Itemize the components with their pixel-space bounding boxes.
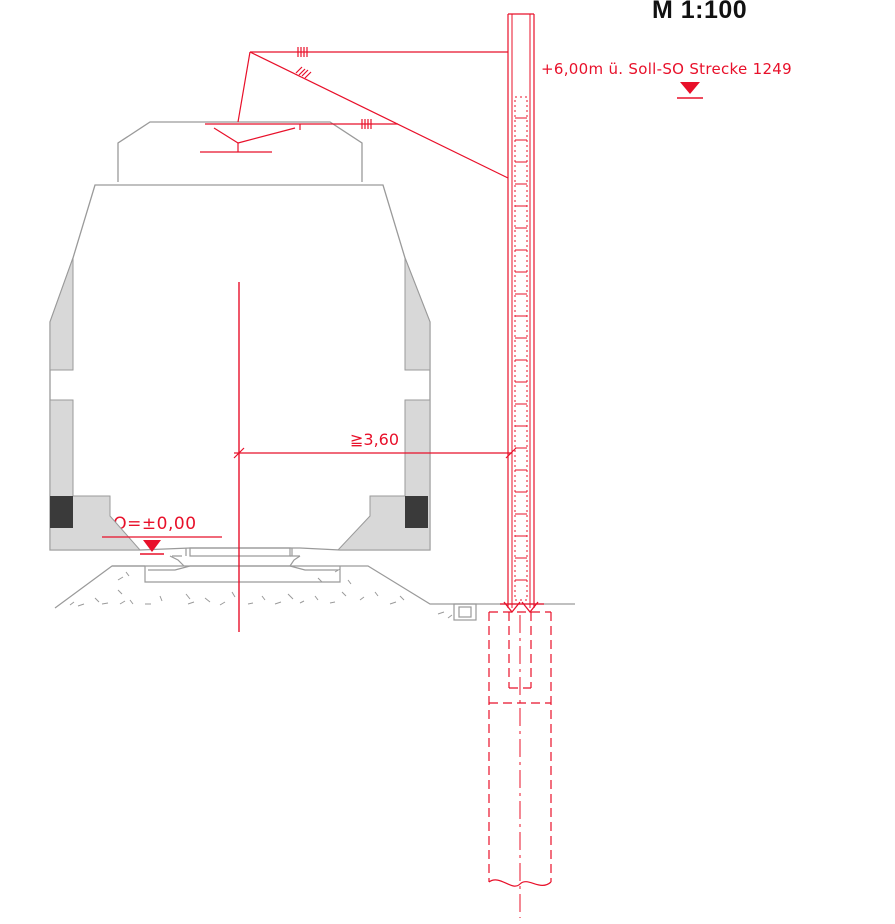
platform-walls [49,257,431,551]
elevation-label: +6,00m ü. Soll-SO Strecke 1249 [541,60,792,78]
clearance-dimension-label: ≧3,60 [350,430,400,449]
clearance-dimension [233,447,517,459]
foundation-break [488,879,552,887]
ballast-hatching [69,568,453,619]
ground-ballast [54,565,575,609]
vehicle-gauge-outline [49,121,431,551]
track [144,547,341,583]
elevation-marker [677,82,703,99]
catenary-mast [507,13,535,608]
cable-trough [453,603,477,621]
mast-rungs [515,117,527,581]
scale-title: M 1:100 [652,0,748,24]
catenary [200,47,509,179]
track-level-label: SO=±0,00 [102,514,197,534]
mast-base [500,601,544,614]
track-level-marker [102,536,222,555]
